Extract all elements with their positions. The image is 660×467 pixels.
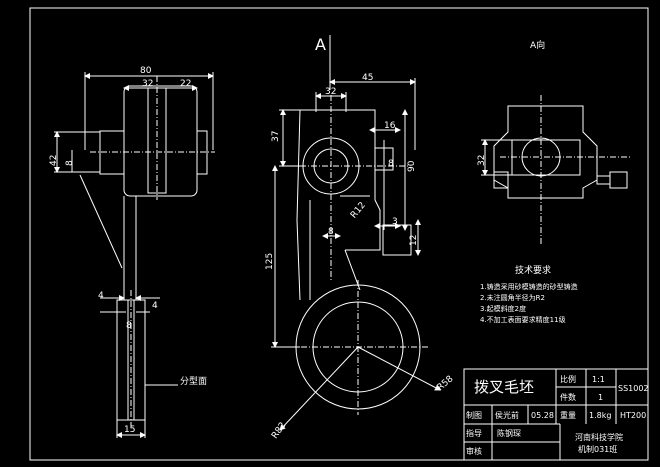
dim-45: 45: [362, 73, 373, 83]
dim-8-lower: 8: [126, 321, 132, 331]
scale-label: 比例: [560, 374, 576, 384]
dim-4-left: 4: [98, 291, 104, 301]
dim-37: 37: [271, 131, 281, 142]
dim-15: 15: [124, 425, 135, 435]
title-block-grid: [463, 368, 649, 461]
dim-80: 80: [140, 66, 152, 76]
dim-125: 125: [265, 253, 275, 270]
material: HT200: [620, 411, 646, 420]
dim-r12: R12: [349, 201, 368, 221]
dim-42: 42: [49, 155, 59, 166]
drawing-frame: [29, 7, 649, 461]
check-label: 指导: [466, 428, 482, 438]
weight-value: 1.8kg: [589, 411, 611, 420]
dim-32-right: 32: [477, 155, 487, 166]
check-name: 陈钢琛: [497, 428, 521, 438]
school-name: 河南科技学院: [575, 432, 623, 442]
drawn-name: 侯光前: [495, 410, 519, 420]
a-direction-view: [481, 95, 630, 245]
parting-label: 分型面: [180, 376, 207, 387]
main-view: [271, 35, 441, 431]
dim-90: 90: [407, 160, 417, 172]
a-direction-label: A向: [530, 39, 545, 51]
requirement-1: 1.铸造采用砂模铸造的砂型铸造: [480, 282, 578, 291]
requirement-2: 2.未注圆角半径为R2: [480, 293, 545, 302]
drawn-date: 05.28: [531, 411, 554, 420]
part-name: 拨叉毛坯: [474, 378, 534, 396]
drawing-number: SS1002: [618, 384, 649, 393]
class-name: 机制031班: [578, 444, 617, 454]
dim-22: 22: [180, 79, 191, 89]
dim-32-main: 32: [325, 87, 336, 97]
review-label: 审核: [466, 446, 482, 456]
requirement-4: 4.不加工表面要求精度11级: [480, 315, 566, 324]
scale-value: 1:1: [592, 375, 605, 384]
qty-label: 件数: [560, 392, 576, 402]
dim-32-left: 32: [142, 79, 153, 89]
dim-4-right: 4: [152, 301, 158, 311]
requirements-title: 技术要求: [515, 264, 551, 276]
dim-8-arm: 8: [328, 227, 334, 237]
dim-8-left: 8: [65, 160, 75, 166]
drawn-label: 制图: [466, 410, 482, 420]
weight-label: 重量: [560, 410, 576, 420]
dim-3: 3: [392, 217, 398, 227]
dim-12: 12: [409, 235, 419, 246]
dim-8-main: 8: [388, 159, 394, 169]
left-view: [54, 72, 215, 438]
qty-value: 1: [598, 393, 603, 402]
dim-16: 16: [384, 121, 396, 131]
section-mark-a: A: [315, 35, 326, 54]
requirement-3: 3.起模斜度2度: [480, 304, 526, 313]
dim-r58: R58: [435, 374, 455, 393]
